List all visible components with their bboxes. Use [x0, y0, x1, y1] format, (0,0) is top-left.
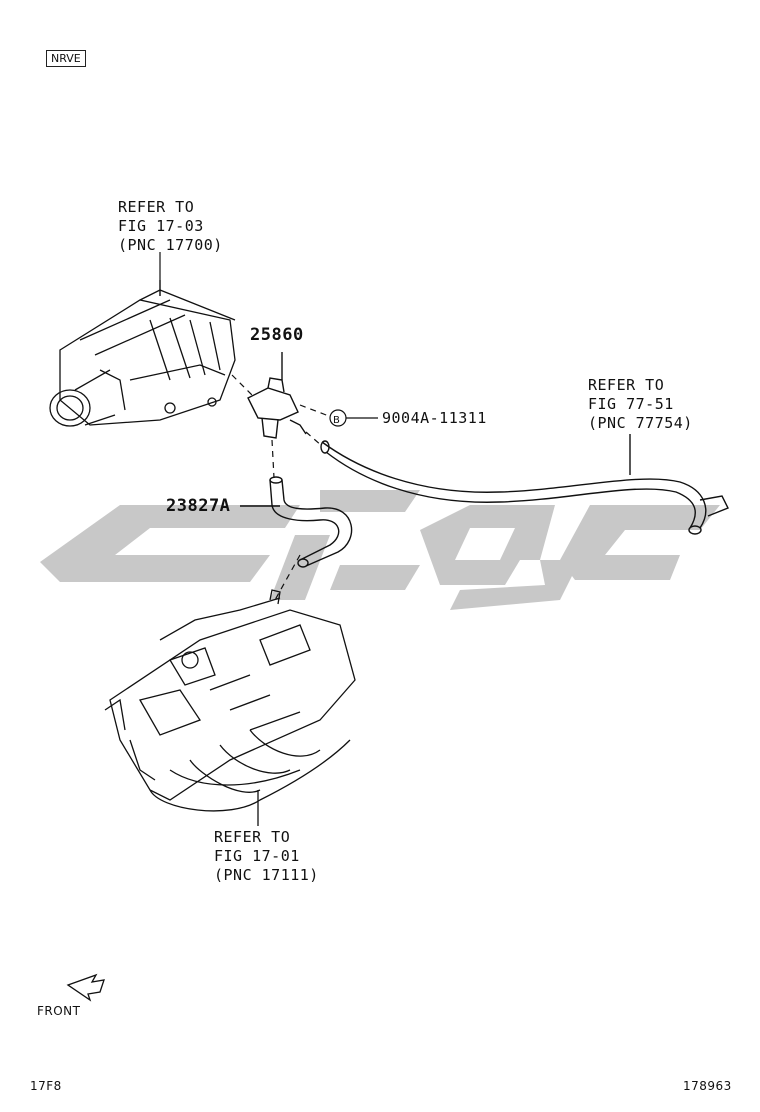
- air-cleaner-callout-line-3: (PNC 17700): [118, 236, 223, 254]
- air-cleaner-callout-line-1: REFER TO: [118, 198, 195, 216]
- figure-code-left: 17F8: [30, 1079, 62, 1093]
- part-number-valve[interactable]: 25860: [250, 325, 304, 345]
- part-number-hose[interactable]: 23827A: [166, 496, 231, 516]
- vacuum-pipe-callout-line-2: FIG 77-51: [588, 395, 674, 413]
- intake-manifold-illustration: [104, 589, 356, 826]
- model-tag: NRVE: [46, 50, 86, 67]
- hose-illustration: [240, 476, 353, 568]
- air-cleaner-callout-line-2: FIG 17-03: [118, 217, 204, 235]
- dashed-assembly-lines: [231, 374, 335, 601]
- vacuum-pipe-callout-line-3: (PNC 77754): [588, 414, 693, 432]
- vacuum-pipe-illustration: [320, 434, 729, 535]
- clip-marker: [329, 409, 378, 427]
- figure-code-right: 178963: [683, 1079, 732, 1093]
- part-number-clip[interactable]: 9004A-11311: [382, 409, 487, 427]
- intake-manifold-callout-line-1: REFER TO: [214, 828, 291, 846]
- vacuum-pipe-callout-line-1: REFER TO: [588, 376, 665, 394]
- clip-marker-letter: B: [333, 415, 341, 426]
- intake-manifold-callout-line-2: FIG 17-01: [214, 847, 300, 865]
- front-label: FRONT: [37, 1004, 81, 1018]
- watermark-logo: [40, 490, 720, 610]
- vacuum-valve-illustration: [247, 352, 307, 439]
- air-cleaner-illustration: [49, 280, 236, 427]
- front-arrow-icon: [66, 973, 105, 1002]
- intake-manifold-callout-line-3: (PNC 17111): [214, 866, 319, 884]
